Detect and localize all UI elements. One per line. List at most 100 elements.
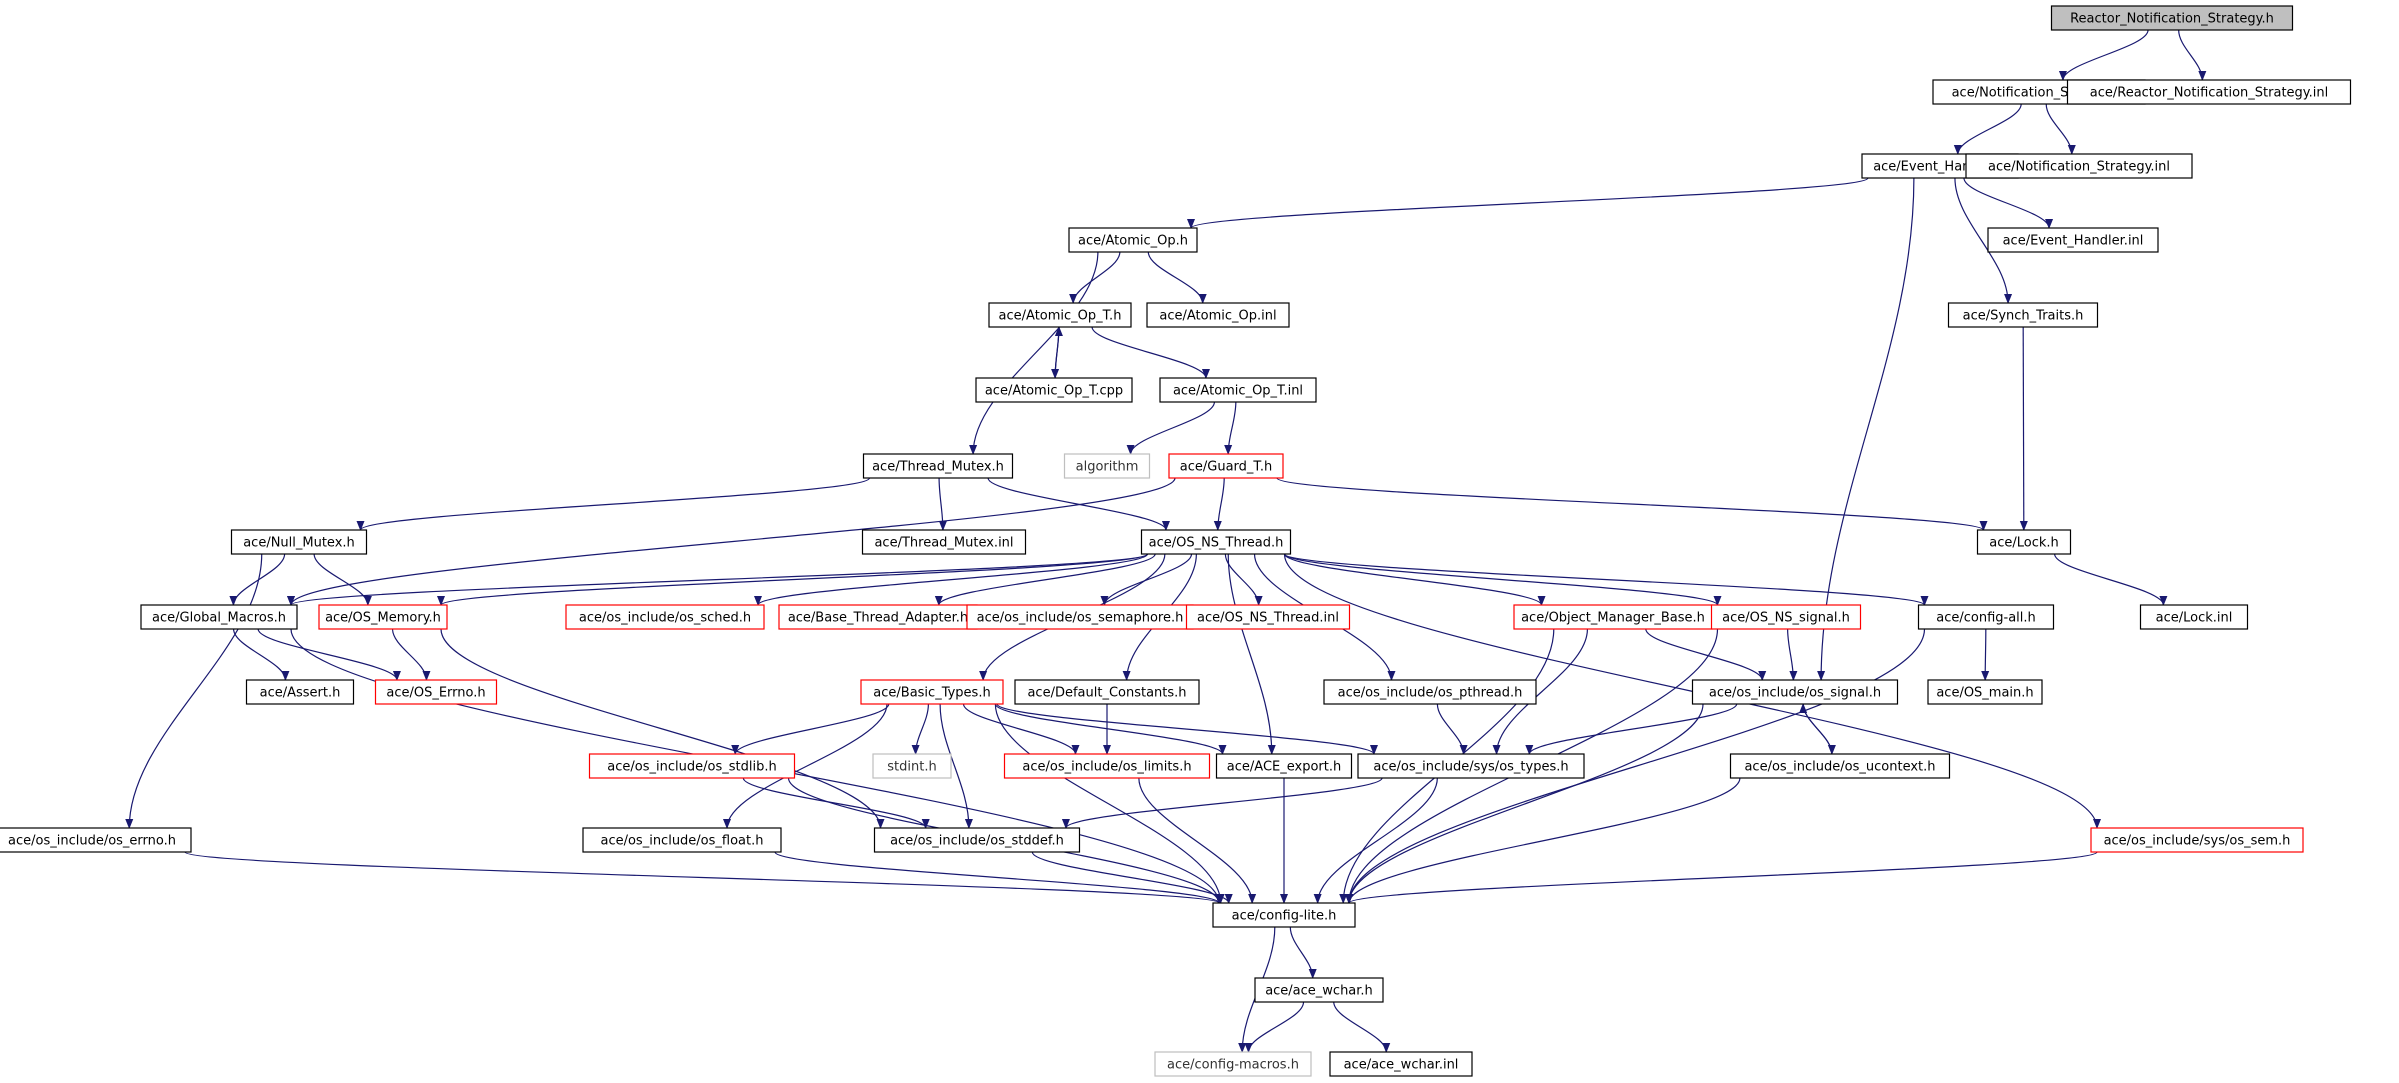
edge-cl-to-wch (1289, 926, 1317, 979)
edge-osnt-to-osnti (1224, 553, 1263, 606)
node-sig[interactable]: ace/os_include/os_signal.h (1691, 679, 1899, 705)
node-label: ace/Assert.h (260, 686, 341, 701)
node-tmi[interactable]: ace/Thread_Mutex.inl (861, 529, 1027, 555)
node-gt[interactable]: ace/Guard_T.h (1168, 453, 1284, 479)
node-wch[interactable]: ace/ace_wchar.h (1254, 977, 1384, 1003)
node-label: ace/OS_Errno.h (386, 686, 485, 701)
node-label: ace/Thread_Mutex.h (872, 460, 1004, 475)
node-aopt[interactable]: ace/Atomic_Op_T.h (988, 302, 1132, 328)
edge-osnt-to-bta (934, 553, 1156, 606)
node-nm[interactable]: ace/Null_Mutex.h (230, 529, 368, 555)
node-box (0, 827, 192, 853)
node-oerrno[interactable]: ace/os_include/os_errno.h (0, 827, 192, 853)
node-box (1927, 679, 2043, 705)
node-ca[interactable]: ace/config-all.h (1917, 604, 2055, 630)
edge-ca-to-cl (1345, 628, 1926, 904)
node-float[interactable]: ace/os_include/os_float.h (582, 827, 782, 853)
node-locki[interactable]: ace/Lock.inl (2139, 604, 2249, 630)
edge-osnt-to-ca (1283, 553, 1929, 606)
edge-bt-to-ae (994, 703, 1227, 755)
node-box (1140, 529, 1292, 555)
node-label: ace/Atomic_Op.inl (1159, 309, 1276, 324)
node-label: ace/os_include/os_stddef.h (890, 834, 1064, 849)
node-label: algorithm (1076, 460, 1139, 475)
edge-oerrno-to-cl (184, 851, 1223, 904)
node-box (374, 679, 498, 705)
node-types[interactable]: ace/os_include/sys/os_types.h (1357, 753, 1585, 779)
node-uctx[interactable]: ace/os_include/os_ucontext.h (1729, 753, 1951, 779)
edge-ossem-to-cl (1345, 851, 2098, 904)
node-bt[interactable]: ace/Basic_Types.h (860, 679, 1004, 705)
edge-uctx-to-sig (1799, 703, 1833, 755)
node-label: ace/Lock.inl (2156, 611, 2233, 626)
edge-osnt-to-osm (437, 553, 1149, 606)
node-lock[interactable]: ace/Lock.h (1976, 529, 2072, 555)
node-label: ace/Object_Manager_Base.h (1521, 611, 1705, 626)
node-label: ace/os_include/os_ucontext.h (1744, 760, 1935, 775)
node-limits[interactable]: ace/os_include/os_limits.h (1003, 753, 1211, 779)
edge-aoptcpp-to-aopt (1054, 326, 1063, 379)
node-osnt[interactable]: ace/OS_NS_Thread.h (1140, 529, 1292, 555)
node-sem[interactable]: ace/os_include/os_semaphore.h (966, 604, 1194, 630)
edge-osnt-to-ossem (1283, 553, 2101, 829)
node-root[interactable]: Reactor_Notification_Strategy.h (2050, 5, 2294, 31)
node-ae[interactable]: ace/ACE_export.h (1215, 753, 1353, 779)
node-omb[interactable]: ace/Object_Manager_Base.h (1513, 604, 1713, 630)
node-stdint: stdint.h (872, 753, 952, 779)
edge-osnt-to-osns (1283, 553, 1722, 606)
node-label: ace/Basic_Types.h (873, 686, 990, 701)
node-label: ace/OS_NS_Thread.inl (1197, 611, 1339, 626)
edge-root-to-ns (2058, 29, 2149, 81)
node-label: ace/ace_wchar.h (1265, 984, 1373, 999)
node-rnsi[interactable]: ace/Reactor_Notification_Strategy.inl (2066, 79, 2352, 105)
edge-eh-to-st (1954, 177, 2013, 304)
edge-wch-to-cm (1244, 1001, 1305, 1053)
node-osmain[interactable]: ace/OS_main.h (1927, 679, 2043, 705)
node-label: ace/Atomic_Op_T.cpp (985, 384, 1123, 399)
node-gm[interactable]: ace/Global_Macros.h (140, 604, 298, 630)
node-label: ace/os_include/os_errno.h (8, 834, 176, 849)
node-box (1014, 679, 1200, 705)
node-st[interactable]: ace/Synch_Traits.h (1947, 302, 2099, 328)
node-errno[interactable]: ace/OS_Errno.h (374, 679, 498, 705)
node-aopti[interactable]: ace/Atomic_Op_T.inl (1159, 377, 1317, 403)
node-stdlib[interactable]: ace/os_include/os_stdlib.h (588, 753, 796, 779)
node-bta[interactable]: ace/Base_Thread_Adapter.h (778, 604, 978, 630)
node-wchi[interactable]: ace/ace_wchar.inl (1329, 1051, 1473, 1077)
edge-osm-to-errno (391, 628, 431, 681)
node-aopi[interactable]: ace/Atomic_Op.inl (1146, 302, 1290, 328)
node-box (860, 679, 1004, 705)
node-label: ace/Atomic_Op_T.h (999, 309, 1122, 324)
node-aoptcpp[interactable]: ace/Atomic_Op_T.cpp (975, 377, 1133, 403)
node-label: ace/Guard_T.h (1180, 460, 1272, 475)
node-osnti[interactable]: ace/OS_NS_Thread.inl (1185, 604, 1351, 630)
node-box (1691, 679, 1899, 705)
node-ehi[interactable]: ace/Event_Handler.inl (1987, 227, 2159, 253)
edge-gt-to-gm (287, 477, 1176, 606)
edge-uctx-to-cl (1345, 777, 1741, 904)
node-dc[interactable]: ace/Default_Constants.h (1014, 679, 1200, 705)
node-label: ace/Lock.h (1989, 536, 2059, 551)
node-osm[interactable]: ace/OS_Memory.h (318, 604, 448, 630)
node-osns[interactable]: ace/OS_NS_signal.h (1710, 604, 1862, 630)
node-box (861, 529, 1027, 555)
node-ossem[interactable]: ace/os_include/sys/os_sem.h (2090, 827, 2304, 853)
node-label: ace/os_include/os_pthread.h (1338, 686, 1523, 701)
node-nsi[interactable]: ace/Notification_Strategy.inl (1965, 153, 2193, 179)
node-assert[interactable]: ace/Assert.h (245, 679, 355, 705)
node-label: ace/Global_Macros.h (152, 611, 286, 626)
node-aop[interactable]: ace/Atomic_Op.h (1068, 227, 1198, 253)
node-label: ace/Event_Handler.inl (2003, 234, 2144, 249)
node-tm[interactable]: ace/Thread_Mutex.h (862, 453, 1014, 479)
node-pth[interactable]: ace/os_include/os_pthread.h (1323, 679, 1537, 705)
node-stddef[interactable]: ace/os_include/os_stddef.h (873, 827, 1081, 853)
node-sched[interactable]: ace/os_include/os_sched.h (565, 604, 765, 630)
node-label: ace/OS_NS_Thread.h (1149, 536, 1284, 551)
node-label: ace/Atomic_Op.h (1078, 234, 1188, 249)
edge-stdlib-to-stddef (742, 777, 930, 829)
edge-aop-to-aopt (1069, 251, 1121, 304)
node-box (1357, 753, 1585, 779)
node-cl[interactable]: ace/config-lite.h (1212, 902, 1356, 928)
node-box (1159, 377, 1317, 403)
edge-tm-to-osnt (987, 477, 1170, 531)
